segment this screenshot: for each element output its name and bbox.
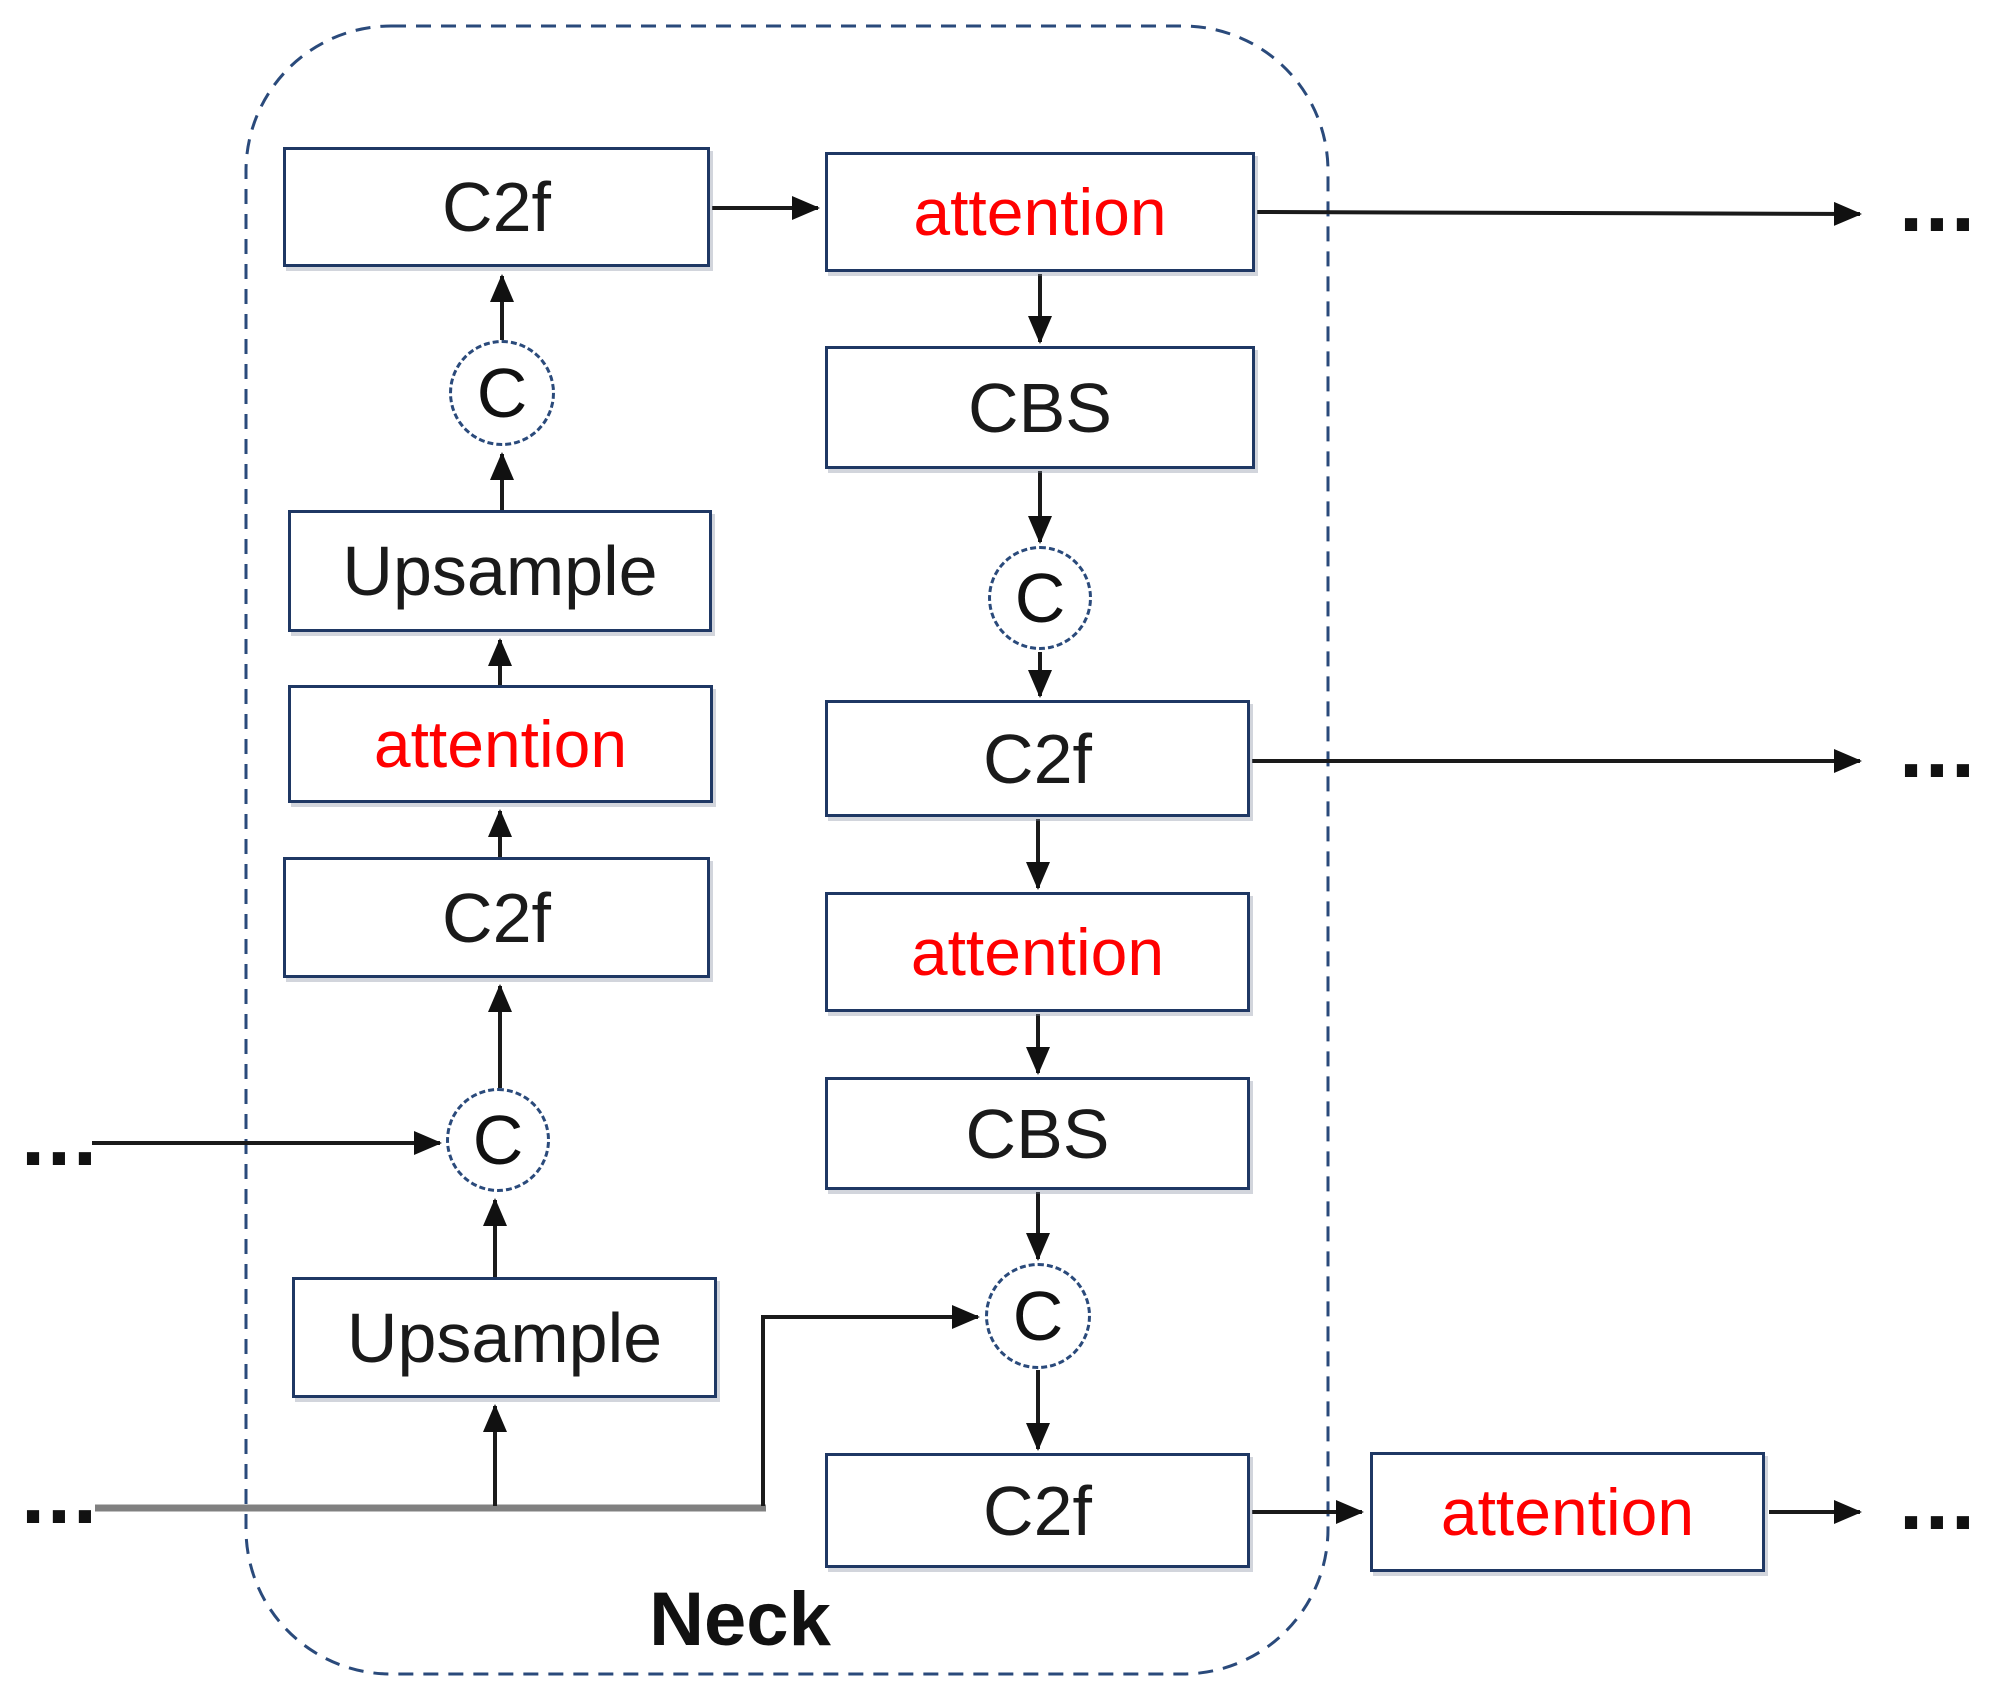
node-upsample-left-bottom: Upsample (292, 1277, 717, 1398)
neck-container-border (244, 24, 1330, 1676)
node-cbs-right-bottom: CBS (825, 1077, 1250, 1190)
node-upsample-left-top: Upsample (288, 510, 712, 632)
arrow-elbow (761, 1305, 980, 1506)
node-c2f-left-mid: C2f (283, 857, 710, 978)
ellipsis-output-bottom-right: ... (1899, 1452, 1977, 1549)
node-attention-right-top: attention (825, 152, 1255, 272)
node-attention-left: attention (288, 685, 713, 803)
ellipsis-input-lower-left: ... (21, 1446, 99, 1543)
node-concat-left-top: C (449, 340, 555, 446)
node-c2f-right-mid: C2f (825, 700, 1250, 817)
ellipsis-output-top-right: ... (1899, 154, 1977, 251)
node-concat-left-bottom: C (446, 1088, 550, 1192)
node-c2f-left-top: C2f (283, 147, 710, 267)
arrow-output-top (1256, 201, 1862, 226)
connector-arrows (92, 196, 1862, 1524)
neck-label: Neck (649, 1577, 831, 1662)
ellipsis-output-middle-right: ... (1899, 700, 1977, 797)
node-cbs-right-top: CBS (825, 346, 1255, 469)
node-concat-right-bottom: C (985, 1263, 1091, 1369)
ellipsis-input-upper-left: ... (21, 1088, 99, 1185)
node-c2f-right-bottom: C2f (825, 1453, 1250, 1568)
node-concat-right-top: C (988, 546, 1092, 650)
node-attention-right-mid: attention (825, 892, 1250, 1012)
node-attention-external: attention (1370, 1452, 1765, 1572)
